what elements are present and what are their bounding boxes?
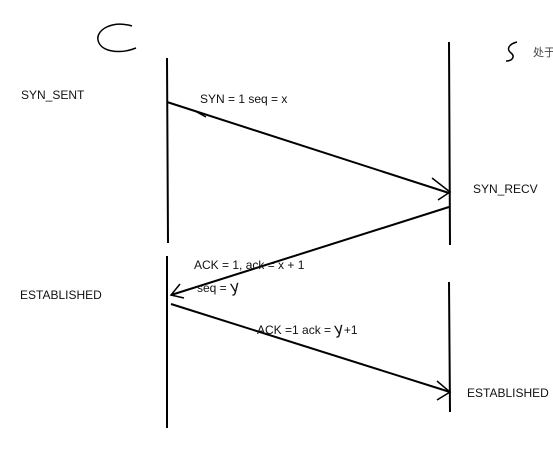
server-state-established: ESTABLISHED: [467, 386, 549, 400]
ack-label-prefix: ACK =1 ack =: [257, 323, 335, 337]
arrow-syn-ack-head: [169, 283, 185, 299]
syn-tick: [194, 110, 207, 118]
arrow-syn-ack: [170, 206, 450, 296]
client-lifeline: [166, 57, 169, 428]
client-hand-glyph: [97, 23, 137, 53]
client-state-syn-sent: SYN_SENT: [21, 88, 85, 102]
syn-label: SYN = 1 seq = x: [200, 92, 288, 106]
syn-ack-label-line2: seq = y: [197, 276, 241, 297]
arrow-syn: [166, 101, 450, 194]
syn-ack-seq-value: y: [228, 276, 241, 297]
server-state-syn-recv: SYN_RECV: [473, 182, 538, 196]
server-corner-mark: 处于: [533, 47, 553, 59]
syn-ack-label-line1: ACK = 1, ack = x + 1: [194, 258, 305, 272]
arrow-ack: [170, 303, 451, 393]
arrow-ack-head: [436, 380, 452, 401]
arrow-syn-head: [431, 177, 452, 201]
ack-label: ACK =1 ack = y+1: [257, 318, 358, 338]
syn-ack-seq-prefix: seq =: [197, 281, 231, 295]
client-state-established: ESTABLISHED: [20, 288, 102, 302]
ack-label-suffix: +1: [343, 323, 358, 337]
server-lifeline: [448, 41, 451, 413]
server-hand-glyph: [505, 41, 518, 62]
